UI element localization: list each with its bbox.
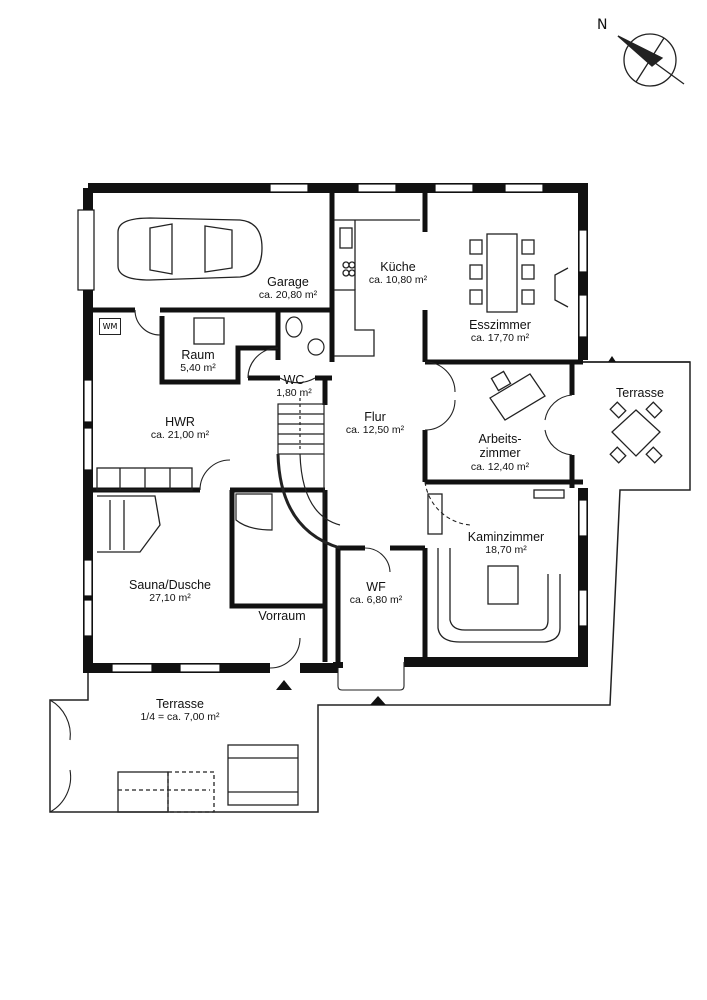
room-area: 18,70 m²: [485, 544, 527, 557]
interior-walls: [88, 188, 583, 662]
room-name: Vorraum: [258, 609, 306, 623]
room-esszimmer: Esszimmer ca. 17,70 m²: [469, 318, 531, 344]
room-name: WC: [283, 373, 305, 387]
compass-north-label: N: [597, 17, 608, 33]
room-name: Terrasse: [156, 697, 204, 711]
door-swings: [49, 309, 573, 813]
room-name-line1: Arbeits-: [478, 432, 522, 446]
room-sauna-dusche: Sauna/Dusche 27,10 m²: [129, 578, 211, 604]
room-name: Flur: [364, 410, 386, 424]
terrace-furniture-south: [117, 744, 299, 813]
room-area: 1/4 = ca. 7,00 m²: [140, 711, 220, 724]
room-name: WF: [366, 580, 386, 594]
dining-table: [469, 233, 569, 313]
room-name: HWR: [165, 415, 195, 429]
room-hwr: HWR ca. 21,00 m²: [151, 415, 209, 441]
room-name: Kaminzimmer: [467, 530, 545, 544]
study-desk: [489, 370, 546, 421]
kitchen-counter: [334, 219, 420, 357]
room-name: Sauna/Dusche: [128, 578, 212, 592]
room-area: ca. 17,70 m²: [470, 332, 530, 345]
room-name: Terrasse: [616, 386, 664, 400]
terrace-table-east: [609, 401, 663, 464]
room-raum: Raum 5,40 m²: [180, 348, 216, 374]
room-kueche: Küche ca. 10,80 m²: [369, 260, 427, 286]
washer-label: WM: [99, 318, 121, 335]
room-wc: WC 1,80 m²: [276, 373, 312, 399]
entry-arrows: [276, 356, 616, 705]
shower: [235, 493, 273, 531]
room-name: Küche: [380, 260, 416, 274]
room-area: 27,10 m²: [149, 592, 191, 605]
raum-cabinet: [193, 317, 225, 345]
room-garage: Garage ca. 20,80 m²: [259, 275, 317, 301]
car: [117, 217, 263, 281]
hwr-fixtures: [96, 467, 193, 553]
room-vorraum: Vorraum: [258, 609, 305, 623]
room-area: ca. 21,00 m²: [150, 429, 210, 442]
room-name: Garage: [267, 275, 309, 289]
room-name-line2: zimmer: [479, 446, 521, 461]
terrace-outlines: [49, 361, 691, 813]
room-arbeitszimmer: Arbeits- zimmer ca. 12,40 m²: [471, 432, 529, 473]
room-area: ca. 12,40 m²: [470, 460, 530, 473]
wc-fixtures: [285, 316, 325, 356]
room-name: Esszimmer: [469, 318, 531, 332]
compass: [617, 33, 685, 87]
room-area: ca. 10,80 m²: [368, 274, 428, 287]
room-area: ca. 6,80 m²: [349, 594, 403, 607]
room-wf: WF ca. 6,80 m²: [350, 580, 403, 606]
room-terrasse-ost: Terrasse: [616, 386, 664, 400]
room-kaminzimmer: Kaminzimmer 18,70 m²: [468, 530, 544, 556]
room-name: Raum: [181, 348, 215, 362]
room-area: 1,80 m²: [276, 387, 312, 400]
room-terrasse-sued: Terrasse 1/4 = ca. 7,00 m²: [140, 697, 219, 723]
room-flur: Flur ca. 12,50 m²: [346, 410, 404, 436]
living-furniture: [427, 489, 565, 643]
room-area: 5,40 m²: [180, 362, 216, 375]
windows: [77, 183, 588, 673]
room-area: ca. 12,50 m²: [345, 424, 405, 437]
staircase: [276, 398, 341, 550]
room-area: ca. 20,80 m²: [258, 289, 318, 302]
